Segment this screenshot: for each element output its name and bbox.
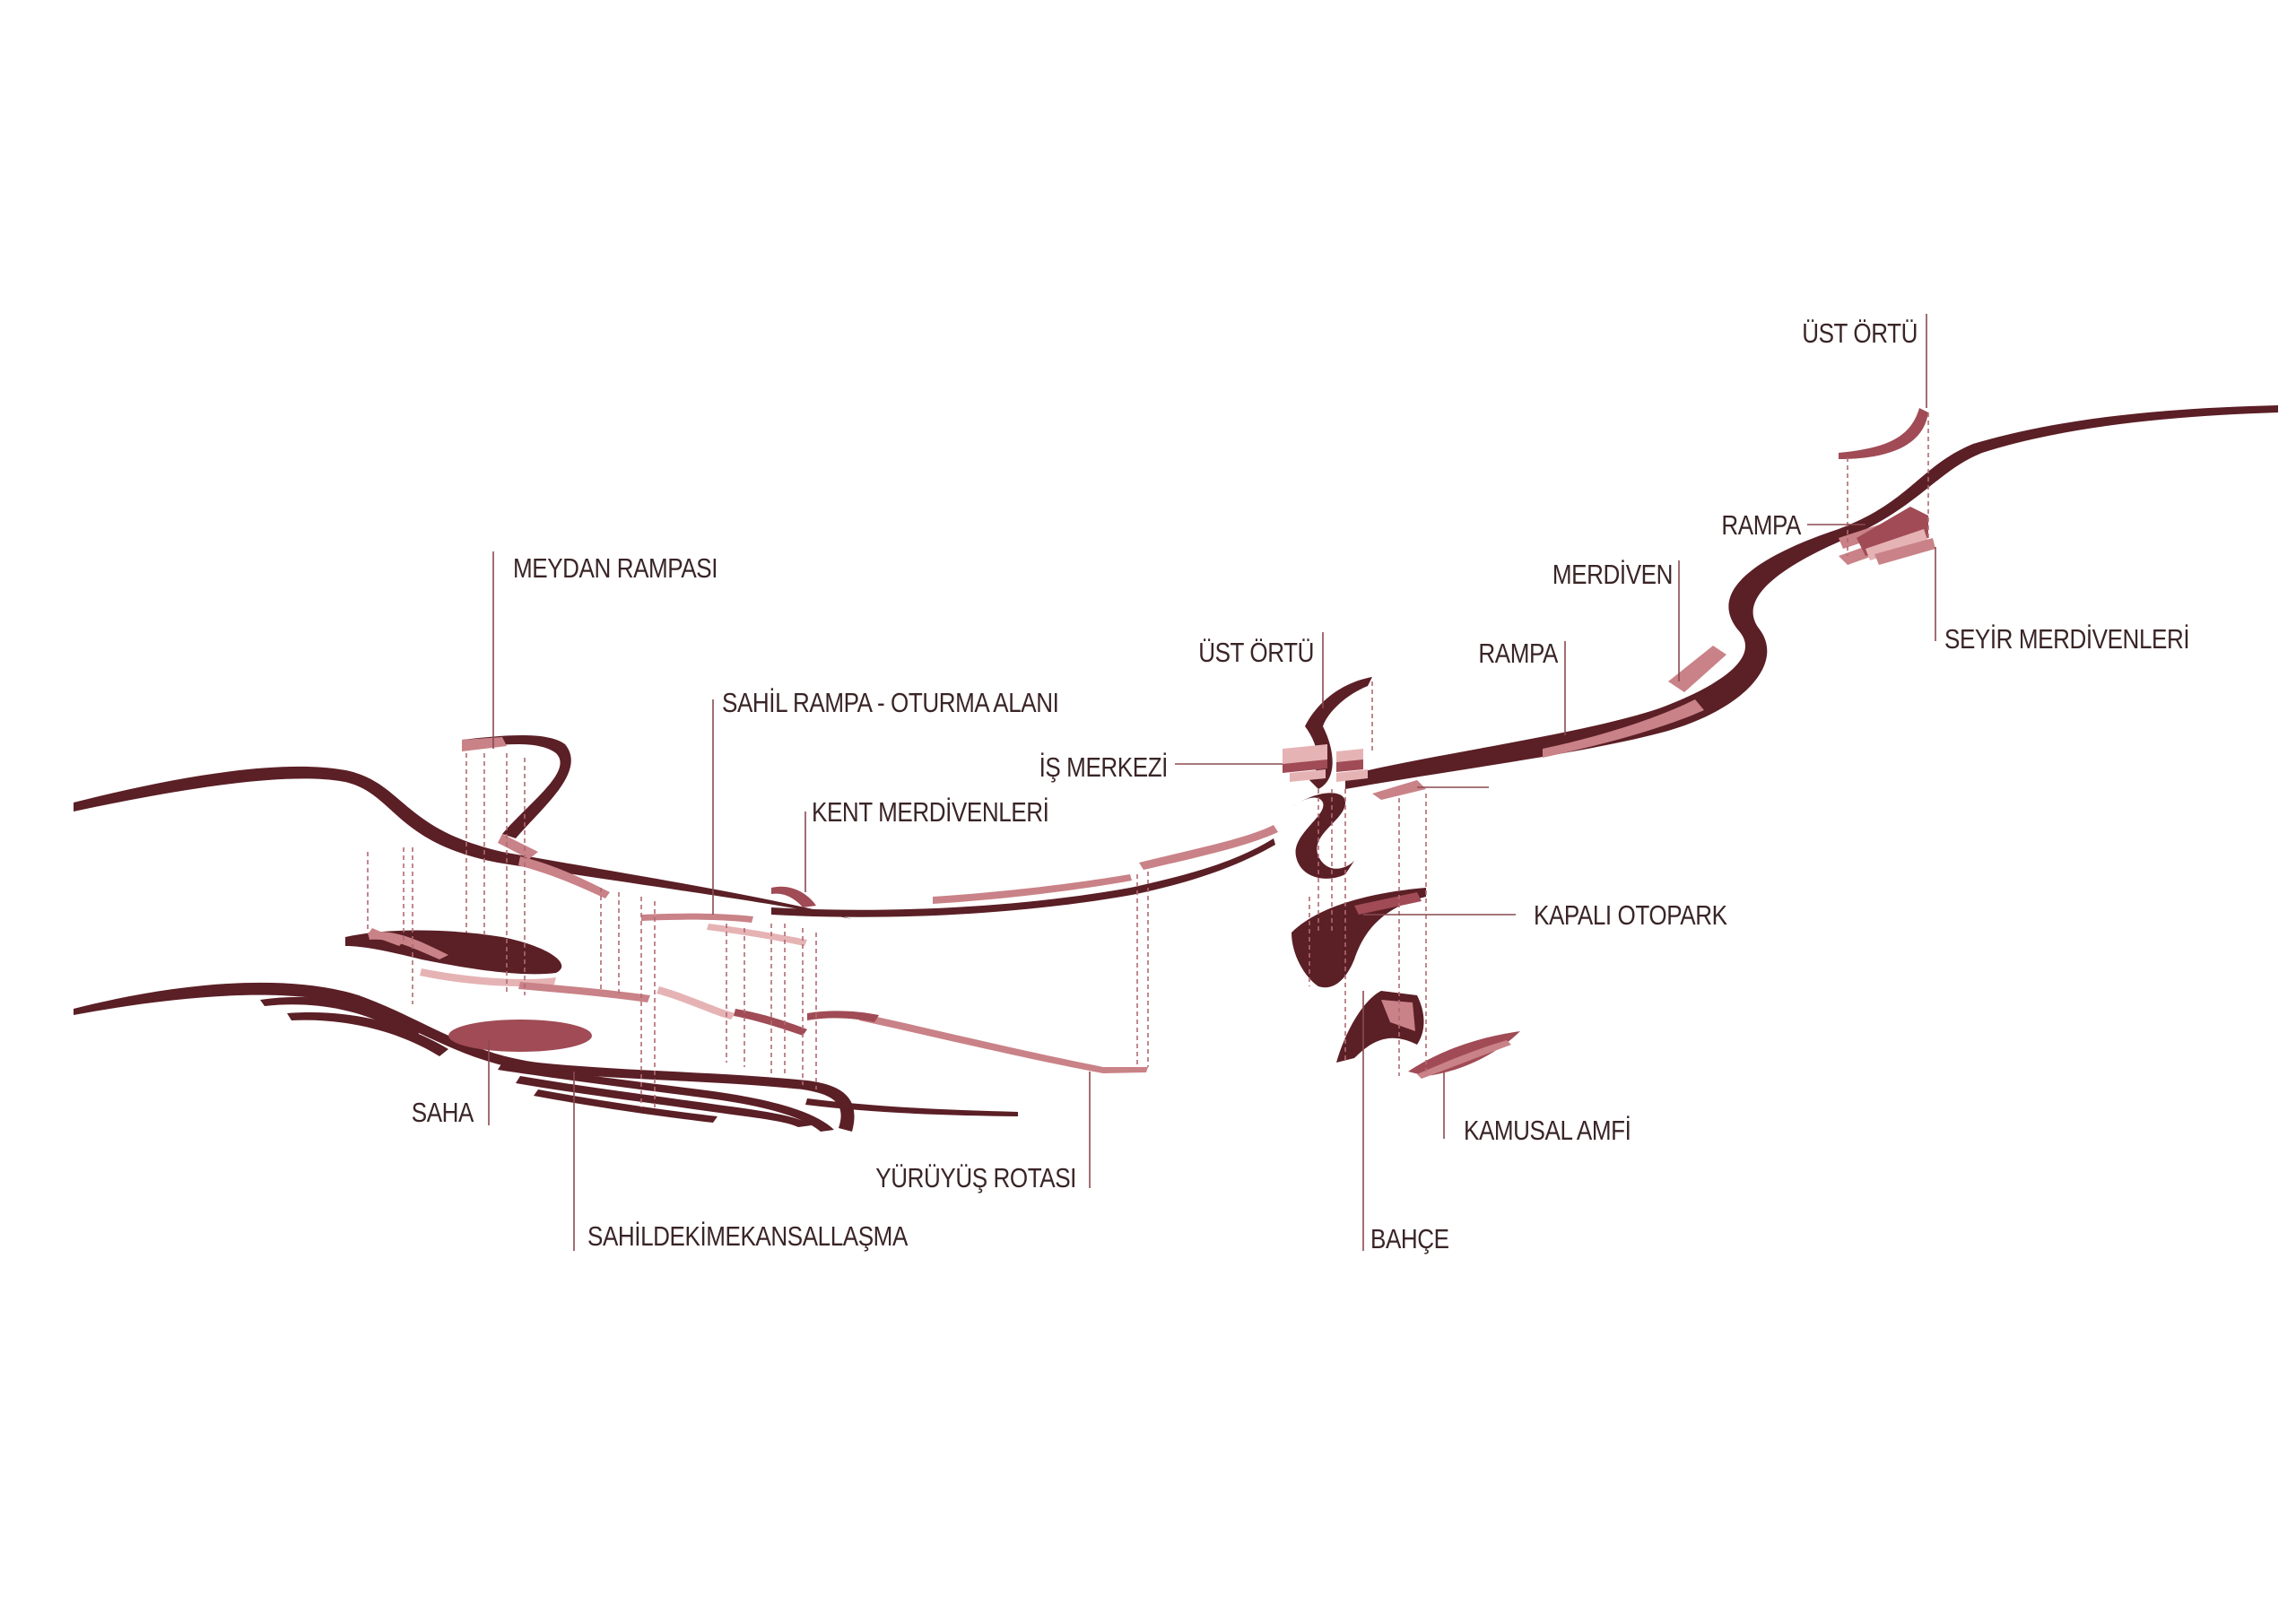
label-is-merkezi: İŞ MERKEZİ	[1039, 751, 1169, 783]
label-seyir-merdivenleri: SEYİR MERDİVENLERİ	[1944, 623, 2190, 655]
label-meydan-rampasi: MEYDAN RAMPASI	[513, 552, 718, 584]
label-kapali-otopark: KAPALI OTOPARK	[1534, 899, 1727, 931]
label-sahil-rampa: SAHİL RAMPA - OTURMA ALANI	[722, 687, 1059, 718]
label-ust-ortu-top: ÜST ÖRTÜ	[1802, 317, 1918, 349]
center-structures	[1283, 677, 1520, 1079]
label-sahildeki-mekansallasma: SAHİLDEKİMEKANSALLAŞMA	[587, 1220, 908, 1252]
label-bahce: BAHÇE	[1370, 1223, 1449, 1254]
label-yuruyus-rotasi: YÜRÜYÜŞ ROTASI	[875, 1162, 1076, 1193]
label-kent-merdivenleri: KENT MERDİVENLERİ	[812, 796, 1049, 828]
label-merdiven: MERDİVEN	[1552, 559, 1674, 590]
label-rampa-mid: RAMPA	[1478, 638, 1558, 669]
leader-lines	[488, 314, 1936, 1251]
label-rampa-top: RAMPA	[1721, 509, 1801, 541]
top-right-structures	[1839, 408, 1935, 565]
label-ust-ortu-mid: ÜST ÖRTÜ	[1198, 637, 1314, 668]
left-lower-structures	[74, 735, 1148, 1132]
projection-lines	[367, 412, 1929, 1107]
main-path-ribbon	[74, 405, 2278, 919]
label-kamusal-amfi: KAMUSAL AMFİ	[1464, 1115, 1631, 1146]
label-saha: SAHA	[411, 1097, 474, 1128]
